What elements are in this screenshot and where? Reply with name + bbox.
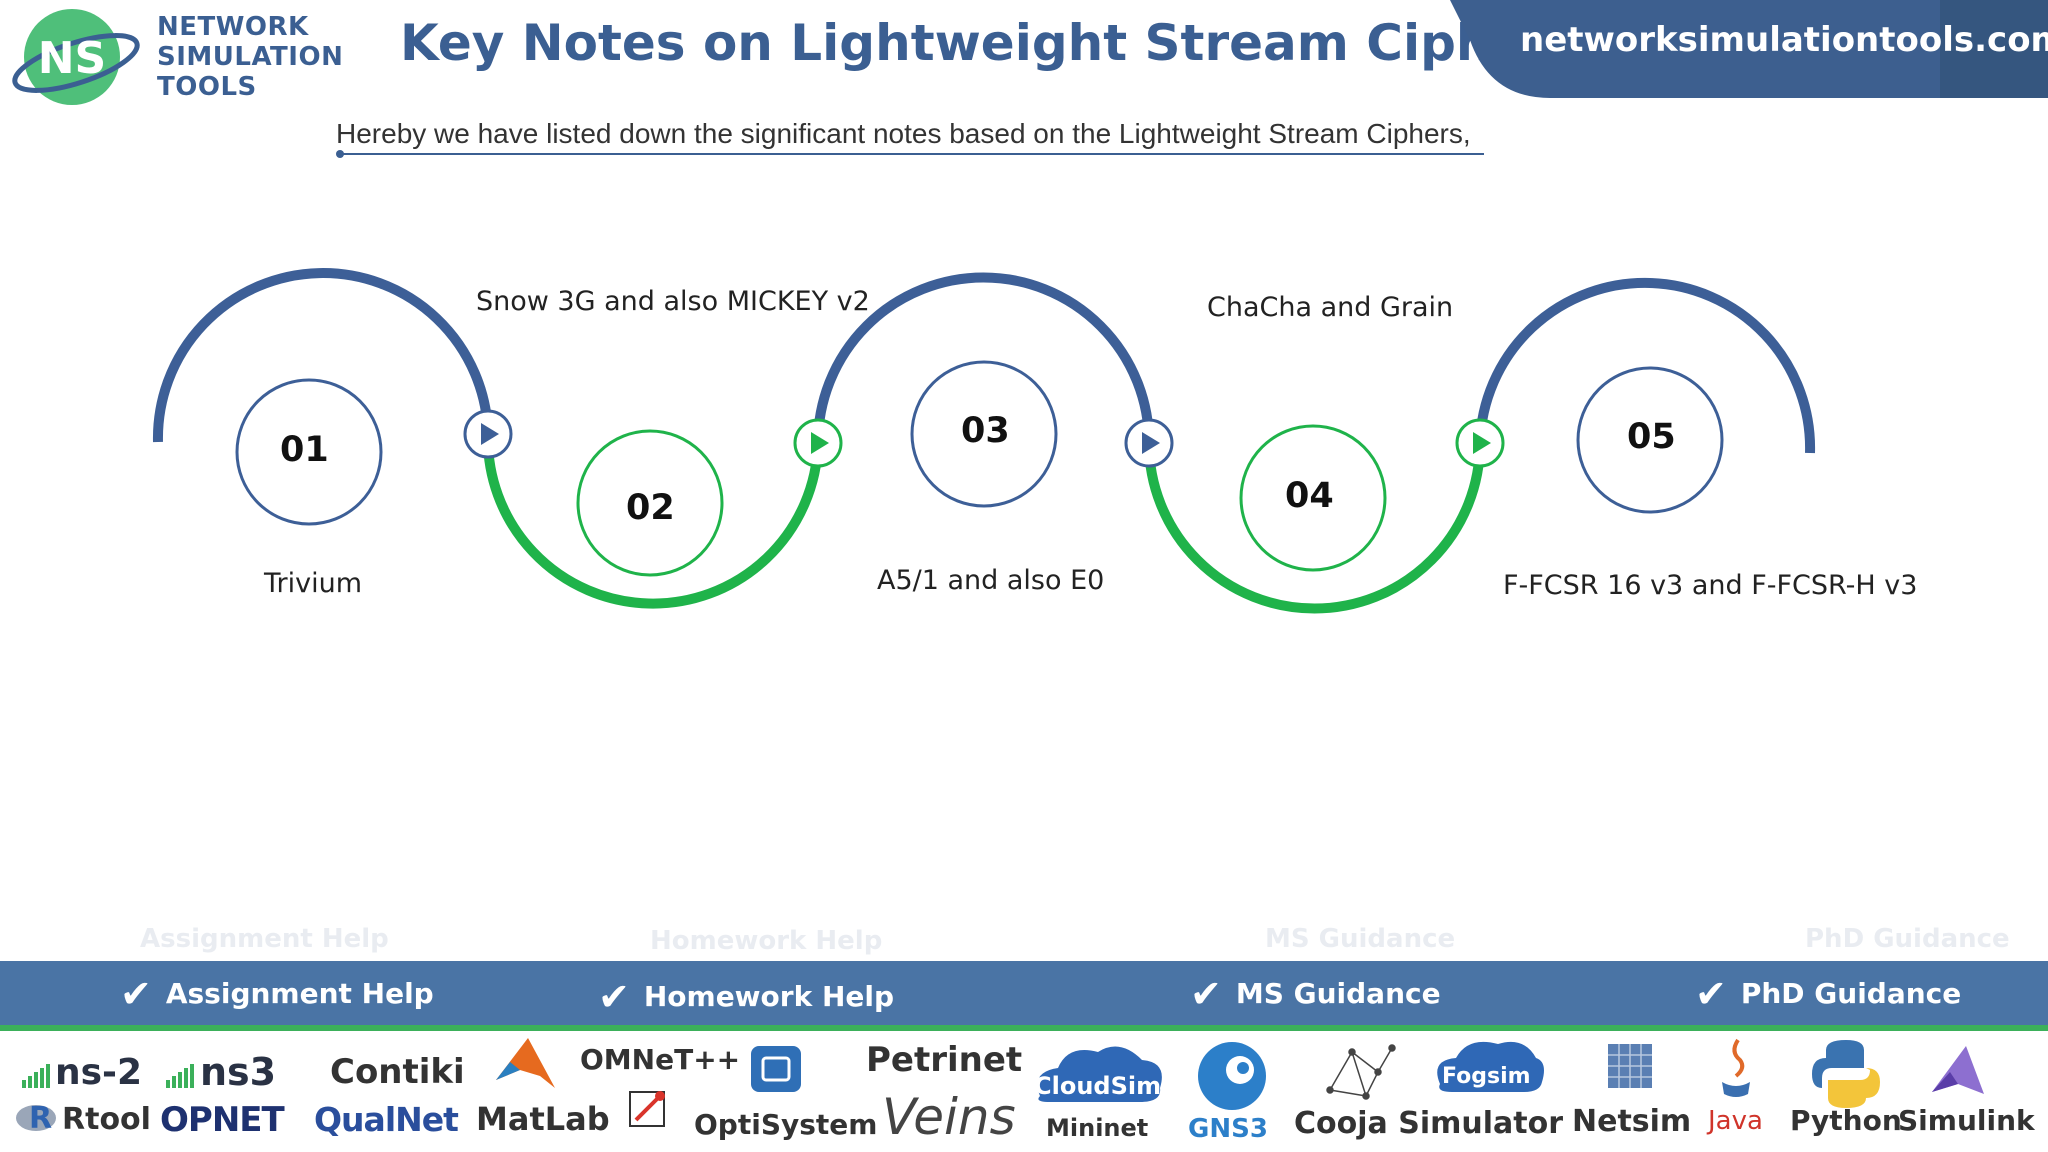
subtitle-dot bbox=[336, 150, 344, 158]
step-label-3: A5/1 and also E0 bbox=[877, 565, 1105, 596]
logo-line-2: SIMULATION bbox=[157, 42, 344, 72]
tool-fogsim: Fogsim bbox=[1442, 1064, 1531, 1089]
service-assignment-help[interactable]: ✔ Assignment Help bbox=[120, 972, 434, 1016]
fogsim-cloud-icon bbox=[1437, 1041, 1544, 1092]
tool-matlab: MatLab bbox=[476, 1100, 610, 1138]
subtitle-underline bbox=[338, 153, 1484, 155]
check-icon: ✔ bbox=[120, 972, 152, 1016]
tool-simulink: Simulink bbox=[1898, 1104, 2035, 1137]
tool-rtool: Rtool bbox=[62, 1102, 151, 1137]
wave-arc-4 bbox=[1144, 442, 1485, 614]
wave-arc-2 bbox=[482, 433, 823, 609]
step-circle-1 bbox=[235, 378, 383, 526]
services-reflection: Assignment Help Homework Help MS Guidanc… bbox=[0, 920, 2048, 960]
logo-line-1: NETWORK bbox=[157, 12, 309, 42]
service-label: PhD Guidance bbox=[1740, 977, 1962, 1010]
website-banner bbox=[1450, 0, 2048, 98]
services-bar bbox=[0, 961, 2048, 1025]
step-number-3: 03 bbox=[961, 411, 1010, 451]
wave-arc-3 bbox=[813, 272, 1154, 444]
tool-ns2: ns-2 bbox=[55, 1052, 143, 1093]
matlab-icon bbox=[496, 1038, 555, 1088]
reflection-text: Homework Help bbox=[650, 926, 883, 956]
step-number-5: 05 bbox=[1627, 417, 1676, 457]
step-number-4: 04 bbox=[1285, 476, 1334, 516]
step-label-5: F-FCSR 16 v3 and F-FCSR-H v3 bbox=[1503, 570, 1918, 601]
tool-omnetpp: OMNeT++ bbox=[580, 1043, 741, 1076]
logo-initials: NS bbox=[38, 33, 107, 84]
reflection-text: Assignment Help bbox=[140, 924, 389, 954]
step-label-2: Snow 3G and also MICKEY v2 bbox=[476, 286, 870, 317]
tool-opnet: OPNET bbox=[160, 1100, 285, 1140]
tool-ns3: ns3 bbox=[200, 1050, 277, 1094]
service-ms-guidance[interactable]: ✔ MS Guidance bbox=[1190, 972, 1441, 1016]
logo-line-3: TOOLS bbox=[157, 72, 257, 102]
tool-veins: Veins bbox=[882, 1088, 1016, 1146]
step-number-1: 01 bbox=[280, 430, 329, 470]
website-link[interactable]: networksimulationtools.com bbox=[1520, 20, 2048, 60]
ns2-signal-icon bbox=[22, 1064, 50, 1088]
play-icon bbox=[1455, 418, 1505, 468]
play-icon bbox=[1124, 418, 1174, 468]
gns3-icon bbox=[1198, 1042, 1266, 1110]
service-label: Assignment Help bbox=[165, 977, 434, 1010]
optisystem-icon bbox=[629, 1091, 665, 1127]
page-title: Key Notes on Lightweight Stream Ciphers bbox=[400, 14, 1580, 72]
tool-contiki: Contiki bbox=[330, 1052, 465, 1092]
logo-wordmark: NETWORK SIMULATION TOOLS bbox=[157, 12, 343, 102]
tool-cooja-simulator: Cooja Simulator bbox=[1294, 1106, 1563, 1141]
play-icon bbox=[463, 409, 513, 459]
service-phd-guidance[interactable]: ✔ PhD Guidance bbox=[1695, 972, 1961, 1016]
netsim-grid-icon bbox=[1608, 1044, 1652, 1088]
tools-icons: R bbox=[16, 1038, 1984, 1136]
check-icon: ✔ bbox=[598, 975, 630, 1019]
services-bar-accent bbox=[0, 1025, 2048, 1031]
step-number-2: 02 bbox=[626, 488, 675, 528]
tool-qualnet: QualNet bbox=[314, 1100, 459, 1139]
wave-arc-1 bbox=[152, 267, 493, 443]
step-circle-4 bbox=[1239, 424, 1387, 572]
subtitle: Hereby we have listed down the significa… bbox=[336, 118, 1471, 149]
service-label: Homework Help bbox=[643, 980, 895, 1013]
tool-cloudsim: CloudSim bbox=[1034, 1072, 1162, 1100]
logo-icon: NS bbox=[12, 9, 140, 105]
tool-optisystem: OptiSystem bbox=[694, 1108, 878, 1141]
tool-mininet: Mininet bbox=[1046, 1114, 1149, 1142]
python-icon bbox=[1812, 1040, 1880, 1108]
step-label-4: ChaCha and Grain bbox=[1207, 292, 1454, 323]
tool-petrinet: Petrinet bbox=[866, 1040, 1023, 1080]
simulink-icon bbox=[1932, 1046, 1984, 1094]
omnet-chip-icon bbox=[751, 1046, 801, 1092]
check-icon: ✔ bbox=[1695, 972, 1727, 1016]
tool-gns3: GNS3 bbox=[1188, 1114, 1268, 1144]
step-circle-2 bbox=[576, 429, 724, 577]
service-homework-help[interactable]: ✔ Homework Help bbox=[598, 975, 894, 1019]
tool-java: Java bbox=[1708, 1106, 1763, 1136]
check-icon: ✔ bbox=[1190, 972, 1222, 1016]
rtool-logo-icon: R bbox=[16, 1101, 56, 1136]
step-circle-5 bbox=[1576, 366, 1724, 514]
ns3-signal-icon bbox=[166, 1064, 194, 1088]
step-circle-3 bbox=[910, 360, 1058, 508]
tool-python: Python bbox=[1790, 1104, 1902, 1137]
reflection-text: PhD Guidance bbox=[1805, 924, 2010, 954]
service-label: MS Guidance bbox=[1235, 977, 1441, 1010]
play-icon bbox=[793, 418, 843, 468]
cooja-network-icon bbox=[1326, 1044, 1396, 1100]
java-cup-icon bbox=[1722, 1038, 1750, 1097]
tool-netsim: Netsim bbox=[1572, 1104, 1692, 1139]
svg-text:R: R bbox=[29, 1101, 52, 1136]
cloudsim-cloud-icon bbox=[1037, 1046, 1162, 1102]
step-label-1: Trivium bbox=[264, 568, 363, 599]
wave-arc-5 bbox=[1475, 277, 1816, 454]
reflection-text: MS Guidance bbox=[1265, 924, 1456, 954]
